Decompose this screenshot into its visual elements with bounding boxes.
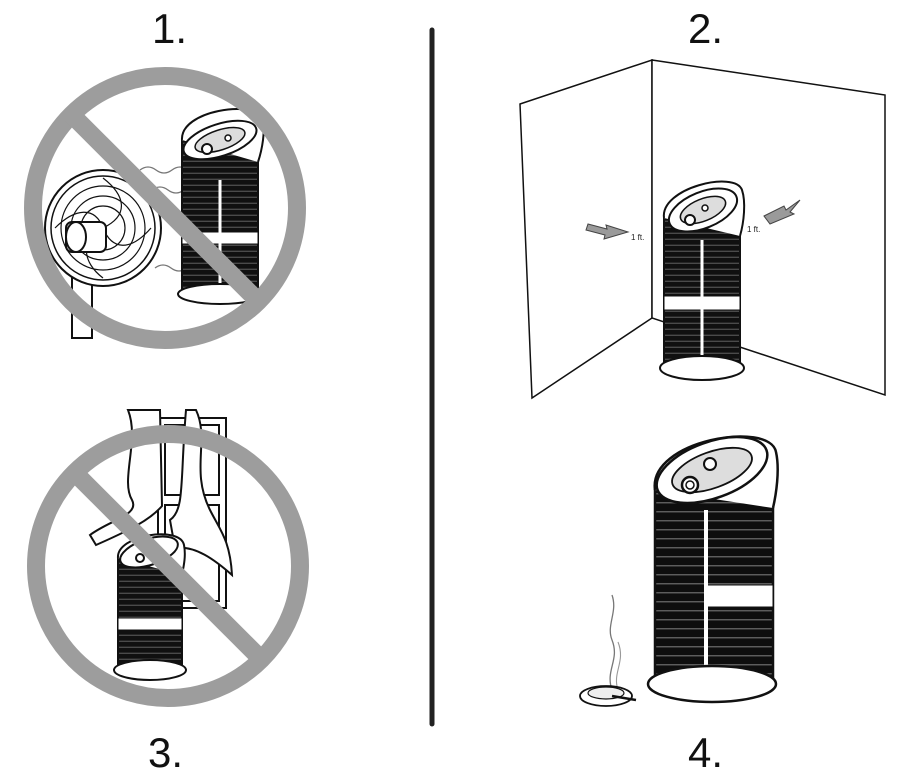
no-curtain-prohibition-icon xyxy=(27,425,309,707)
panel-2-corner-placement: 1 ft. 1 ft. xyxy=(519,58,886,400)
panel-4-smoke xyxy=(579,435,779,707)
distance-arrow-left xyxy=(585,223,630,240)
air-purifier-icon xyxy=(659,180,746,381)
step-1-number: 1. xyxy=(152,5,188,52)
step-4-number: 4. xyxy=(688,729,724,776)
smoke-ashtray-icon xyxy=(579,594,637,707)
panel-1-no-fan xyxy=(24,67,306,349)
step-3-number: 3. xyxy=(148,729,184,776)
no-fan-prohibition-icon xyxy=(24,67,306,349)
air-purifier-icon xyxy=(177,108,265,305)
panel-3-no-curtains xyxy=(27,409,309,707)
distance-label-left: 1 ft. xyxy=(631,233,644,242)
step-2-number: 2. xyxy=(688,5,724,52)
air-purifier-icon xyxy=(646,435,779,704)
distance-label-right: 1 ft. xyxy=(747,225,760,234)
fan-icon xyxy=(44,169,162,339)
distance-arrow-right xyxy=(763,199,801,225)
